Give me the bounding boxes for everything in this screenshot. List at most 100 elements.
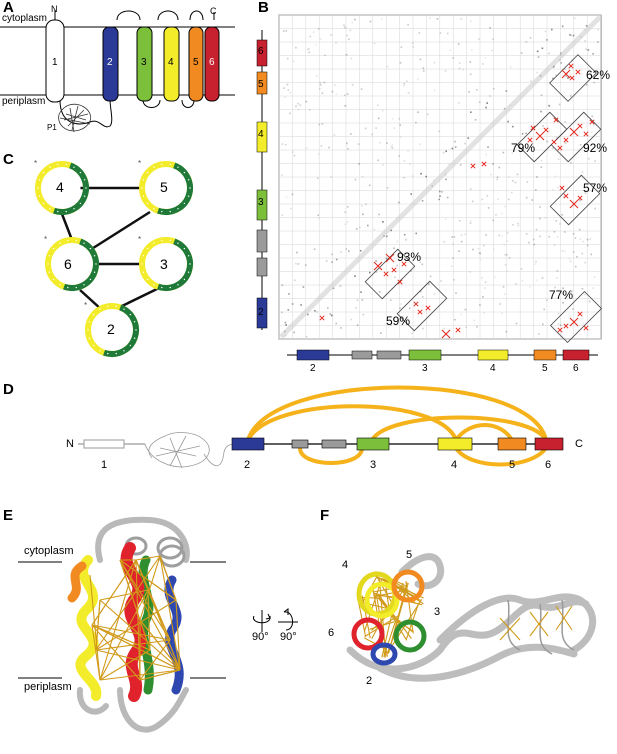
- contact-map-dot: [496, 178, 498, 181]
- contact-map-dot: [481, 198, 483, 201]
- contact-map-dot: [584, 293, 586, 296]
- contact-map-dot: [492, 163, 494, 165]
- contact-map-dot: [448, 163, 451, 165]
- contact-map-dot: [556, 270, 559, 272]
- contact-mark: [385, 253, 395, 263]
- contact-map-dot: [494, 276, 497, 278]
- contact-map-dot: [325, 260, 328, 262]
- contact-stick: [119, 559, 181, 671]
- contact-mark: [561, 69, 571, 79]
- contact-map-dot: [538, 333, 540, 335]
- helical-wheel: *: [138, 235, 193, 291]
- contact-map-dot: [542, 323, 544, 326]
- contact-map-dot: [542, 125, 544, 127]
- contact-map-dot: [419, 143, 421, 145]
- contact-stick: [529, 611, 549, 637]
- contact-map-dot: [362, 213, 364, 215]
- contact-mark: [563, 137, 569, 143]
- contact-map-dot: [351, 22, 354, 24]
- contact-map-dot: [346, 93, 349, 95]
- contact-map-dot: [505, 90, 508, 92]
- contact-map-dot: [331, 261, 333, 263]
- contact-map-dot: [396, 264, 398, 267]
- contact-map-dot: [460, 313, 462, 315]
- contact-map-dot: [507, 198, 510, 201]
- contact-mark: [577, 195, 583, 201]
- contact-map-dot: [563, 68, 566, 70]
- contact-stick: [91, 624, 101, 681]
- contact-map-dot: [333, 134, 336, 136]
- contact-map-dot: [408, 307, 411, 310]
- contact-map-dot: [504, 263, 507, 266]
- contact-map-dot: [492, 248, 495, 251]
- contact-map-dot: [293, 154, 296, 157]
- contact-map-dot: [309, 109, 311, 111]
- contact-map-dot: [479, 304, 481, 306]
- contact-map-dot: [391, 144, 393, 146]
- contact-map-dot: [407, 150, 409, 152]
- contact-map-dot: [378, 291, 381, 293]
- contact-map-dot: [579, 238, 581, 240]
- contact-map-dot: [281, 284, 284, 286]
- contact-stick: [119, 559, 171, 641]
- contact-map-dot: [316, 311, 318, 313]
- n-terminus-label: N: [51, 4, 58, 14]
- contact-map-dot: [421, 200, 424, 202]
- contact-map-dot: [586, 238, 589, 241]
- contact-map-dot: [562, 302, 564, 304]
- contact-map-dot: [561, 214, 563, 216]
- contact-map-dot: [438, 198, 440, 201]
- contact-map-dot: [307, 47, 310, 50]
- contact-stick: [139, 619, 181, 671]
- contact-map-dot: [489, 27, 491, 29]
- contact-map-dot: [284, 144, 287, 146]
- contact-map-dot: [281, 311, 283, 314]
- contact-map-dot: [344, 223, 347, 226]
- contact-map-dot: [473, 319, 475, 322]
- contact-map-dot: [340, 251, 342, 253]
- e-periplasm-label: periplasm: [24, 681, 72, 693]
- contact-map-dot: [412, 175, 414, 177]
- contact-map-dot: [452, 242, 454, 245]
- b-xaxis-label-4: 4: [490, 363, 496, 374]
- contact-map-dot: [514, 181, 517, 184]
- contact-stick: [119, 559, 151, 651]
- contact-map-dot: [535, 189, 537, 191]
- contact-map-dot: [323, 81, 326, 84]
- contact-map-dot: [587, 49, 590, 51]
- contact-map-dot: [290, 207, 292, 210]
- contact-map-dot: [327, 307, 329, 309]
- contact-map-dot: [345, 27, 347, 29]
- contact-map-dot: [501, 312, 503, 315]
- contact-map-dot: [344, 211, 347, 213]
- contact-stick: [135, 555, 161, 561]
- contact-map-dot: [590, 253, 593, 256]
- contact-mark: [563, 323, 569, 329]
- contact-arcs: [246, 385, 548, 467]
- contact-map-dot: [286, 57, 289, 60]
- contact-stick: [159, 555, 177, 601]
- contact-map-dot: [520, 268, 523, 270]
- contact-map-dot: [321, 123, 324, 125]
- b-yaxis-label-4: 4: [258, 129, 264, 140]
- contact-map-dot: [585, 84, 588, 86]
- contact-map-dot: [415, 232, 417, 235]
- contact-map-dot: [433, 61, 436, 64]
- contact-map-dot: [442, 151, 445, 154]
- f-label-5: 5: [406, 549, 413, 561]
- contact-stick: [175, 599, 181, 671]
- contact-map-dot: [597, 190, 600, 192]
- contact-map-dot: [591, 115, 594, 118]
- b-pct-62: 62%: [586, 68, 611, 82]
- contact-map-dot: [541, 47, 544, 50]
- contact-map-dot: [458, 102, 460, 104]
- rotation-angle-2: 90°: [280, 631, 297, 643]
- helix-label-4: 4: [168, 57, 174, 68]
- contact-map-dot: [300, 304, 302, 306]
- contact-map-dot: [594, 207, 596, 210]
- contact-map-dot: [520, 52, 523, 54]
- contact-map-dot: [314, 310, 316, 312]
- contact-map-dot: [552, 77, 554, 80]
- contact-stick: [387, 582, 409, 654]
